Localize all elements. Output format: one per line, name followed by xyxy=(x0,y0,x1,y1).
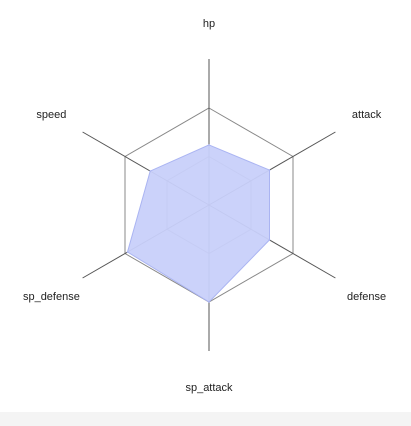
axis-label-sp_defense: sp_defense xyxy=(23,291,80,303)
radar-axis-labels: hp attack defense sp_attack sp_defense speed xyxy=(23,18,386,394)
series-point-speed xyxy=(149,170,151,172)
axis-label-speed: speed xyxy=(36,109,66,121)
series-point-sp_defense xyxy=(126,251,129,253)
axis-label-defense: defense xyxy=(347,291,386,303)
series-point-hp xyxy=(208,144,210,146)
bottom-strip xyxy=(0,412,411,426)
axis-label-sp_attack: sp_attack xyxy=(185,382,233,394)
axis-label-hp: hp xyxy=(203,18,215,30)
series-point-sp_attack xyxy=(208,301,210,303)
series-point-defense xyxy=(268,239,271,241)
series-point-attack xyxy=(268,169,271,171)
series-area xyxy=(126,144,270,303)
radar-series xyxy=(126,144,271,303)
axis-label-attack: attack xyxy=(352,109,382,121)
